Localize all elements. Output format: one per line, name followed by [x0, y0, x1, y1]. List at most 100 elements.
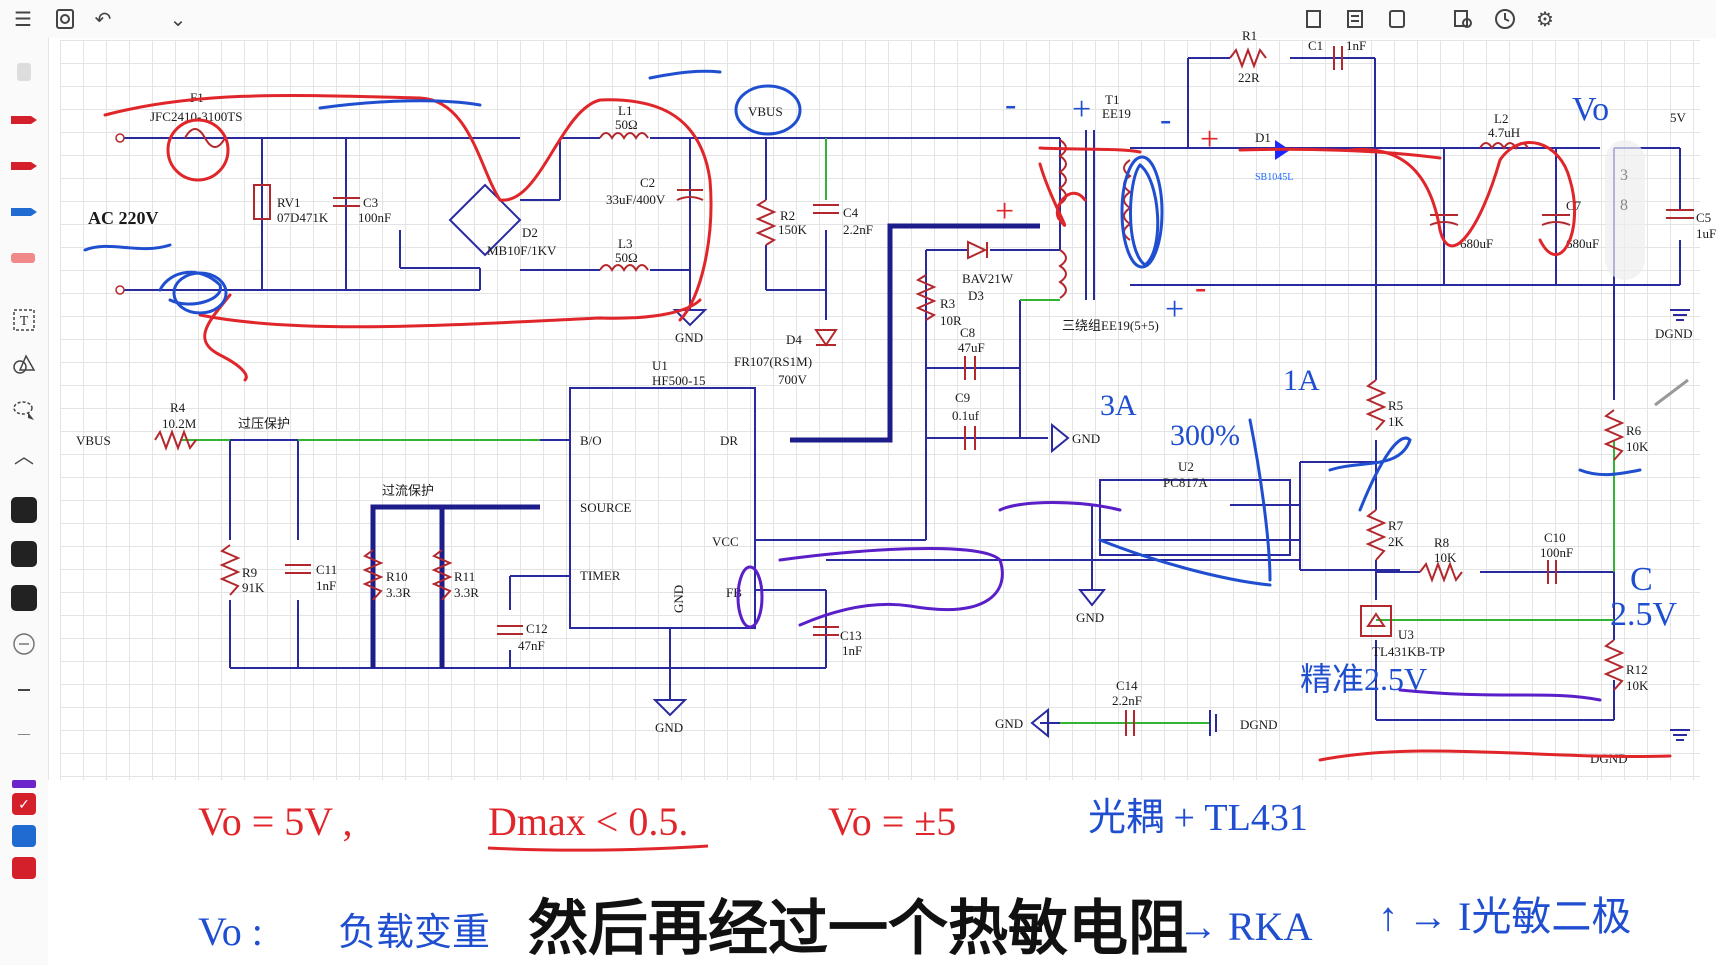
label-t1-desc: 三绕组EE19(5+5): [1062, 318, 1159, 333]
label-c6-val: 680uF: [1460, 236, 1493, 251]
label-vbus-top: VBUS: [748, 104, 783, 119]
note-dmax: Dmax < 0.5.: [488, 799, 688, 844]
label-c4-val: 2.2nF: [843, 222, 873, 237]
label-c14-val: 2.2nF: [1112, 693, 1142, 708]
blue-color-icon[interactable]: [8, 820, 40, 852]
label-c10: C10: [1544, 530, 1566, 545]
text-tool-icon[interactable]: T: [8, 304, 40, 336]
label-pin-gnd: GND: [671, 585, 686, 613]
label-gnd-4: GND: [995, 716, 1023, 731]
drawing-canvas[interactable]: [60, 40, 1700, 780]
color-swatch-3[interactable]: [8, 582, 40, 614]
label-r6-val: 10K: [1626, 439, 1649, 454]
add-page-icon[interactable]: [52, 6, 78, 32]
label-d4: D4: [786, 332, 802, 347]
note-vo-5v: Vo = 5V ,: [198, 799, 352, 844]
label-pin-source: SOURCE: [580, 500, 631, 515]
label-dgnd-1: DGND: [1655, 326, 1693, 341]
copy-icon[interactable]: [1300, 6, 1326, 32]
pen-blue-icon[interactable]: [8, 196, 40, 228]
label-r2-val: 150K: [778, 222, 808, 237]
ink-plus-4: +: [1072, 91, 1091, 128]
label-r6: R6: [1626, 423, 1642, 438]
notes-area[interactable]: Vo = 5V , Dmax < 0.5. Vo = ±5 光耦 + TL431…: [48, 780, 1716, 965]
label-ocp: 过流保护: [382, 483, 434, 498]
thinner-line-icon[interactable]: [8, 718, 40, 750]
label-pin-dr: DR: [720, 433, 738, 448]
color-swatch-2[interactable]: [8, 538, 40, 570]
label-ac: AC 220V: [88, 208, 159, 228]
label-l2-val: 4.7uH: [1488, 125, 1520, 140]
red-color-icon[interactable]: [8, 852, 40, 884]
label-r7: R7: [1388, 518, 1404, 533]
label-gnd-2: GND: [1072, 431, 1100, 446]
label-c9-val: 0.1uf: [952, 408, 980, 423]
purple-color-icon[interactable]: [8, 768, 40, 800]
note-vo-label: Vo :: [198, 909, 263, 954]
collapse-icon[interactable]: ︿: [14, 445, 34, 468]
ink-c: C: [1630, 561, 1653, 598]
tool-sidebar: T ︿ ✓: [0, 38, 49, 965]
page-icon[interactable]: [1384, 6, 1410, 32]
page-num-2: 8: [1620, 197, 1628, 214]
pencil-icon[interactable]: [1654, 378, 1689, 407]
label-c3: C3: [363, 195, 378, 210]
label-d1-val: SB1045L: [1255, 172, 1293, 183]
pen-red-icon[interactable]: [8, 104, 40, 136]
pen-red-2-icon[interactable]: [8, 150, 40, 182]
label-r1-val: 22R: [1238, 70, 1260, 85]
shapes-tool-icon[interactable]: [8, 348, 40, 380]
label-l1-val: 50Ω: [615, 117, 638, 132]
ink-300pct: 300%: [1170, 419, 1240, 452]
label-c9: C9: [955, 390, 970, 405]
label-gnd-1: GND: [675, 330, 703, 345]
label-c7-val: 680uF: [1566, 236, 1599, 251]
note-load-change: 负载变重: [338, 912, 490, 954]
label-u2: U2: [1178, 459, 1194, 474]
page-scroll-indicator[interactable]: 3 8: [1605, 140, 1645, 280]
label-u3-val: TL431KB-TP: [1372, 644, 1445, 659]
label-pin-vcc: VCC: [712, 534, 739, 549]
ink-plus-3: +: [1165, 291, 1184, 328]
menu-icon[interactable]: ☰: [14, 8, 32, 31]
label-c14: C14: [1116, 678, 1138, 693]
undo-icon[interactable]: ↶: [94, 8, 112, 31]
ink-vo-top: Vo: [1572, 91, 1609, 128]
label-f1: F1: [190, 90, 204, 105]
label-d2-val: MB10F/1KV: [487, 243, 557, 258]
svg-text:T: T: [20, 314, 29, 329]
thin-line-icon[interactable]: [8, 674, 40, 706]
label-c13-val: 1nF: [842, 643, 862, 658]
settings-icon[interactable]: ⚙: [1536, 8, 1554, 31]
label-c2-val: 33uF/400V: [606, 192, 666, 207]
label-c2: C2: [640, 175, 655, 190]
label-u2-val: PC817A: [1163, 475, 1208, 490]
minus-circle-icon[interactable]: [8, 628, 40, 660]
label-r8: R8: [1434, 535, 1449, 550]
label-f1-part: JFC2410-3100TS: [150, 109, 242, 124]
list-icon[interactable]: [1342, 6, 1368, 32]
red-checked-icon[interactable]: ✓: [8, 788, 40, 820]
note-vo-pm5: Vo = ±5: [828, 799, 956, 844]
ink-plus-2: +: [995, 193, 1014, 230]
history-icon[interactable]: [1492, 6, 1518, 32]
label-l3: L3: [618, 236, 632, 251]
page-num-1: 3: [1620, 167, 1628, 184]
ink-3a: 3A: [1100, 389, 1137, 422]
label-rv1: RV1: [277, 195, 301, 210]
label-c1-val: 1nF: [1346, 38, 1366, 53]
label-c4: C4: [843, 205, 859, 220]
ink-1a: 1A: [1283, 364, 1320, 397]
label-d3: D3: [968, 288, 984, 303]
zoom-icon[interactable]: [1450, 6, 1476, 32]
label-c11: C11: [316, 562, 337, 577]
highlighter-icon[interactable]: [8, 242, 40, 274]
video-subtitle: 然后再经过一个热敏电阻: [528, 894, 1188, 964]
label-d3-val: BAV21W: [962, 271, 1014, 286]
label-r10: R10: [386, 569, 408, 584]
eraser-tool-icon[interactable]: [8, 56, 40, 88]
lasso-tool-icon[interactable]: [8, 394, 40, 426]
chevron-down-icon[interactable]: ⌄: [169, 8, 187, 31]
label-r5-val: 1K: [1388, 414, 1405, 429]
color-swatch-1[interactable]: [8, 494, 40, 526]
